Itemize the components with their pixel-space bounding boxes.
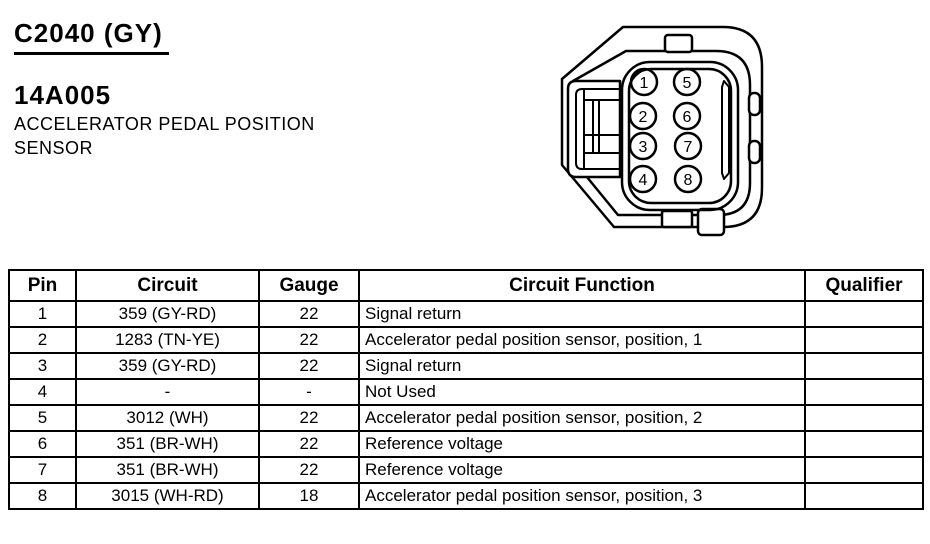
left-latch-inner	[575, 88, 620, 170]
top-lock-tab	[663, 33, 694, 54]
pin-cell: 7	[8, 456, 77, 484]
qualifier-cell	[804, 326, 924, 354]
pin-1-circle	[629, 67, 659, 97]
part-number: 14A005	[14, 80, 112, 110]
qualifier-cell	[804, 404, 924, 432]
circuit-function-cell: Reference voltage	[358, 430, 806, 458]
circuit-cell: 351 (BR-WH)	[75, 456, 260, 484]
circuit-cell: 359 (GY-RD)	[75, 352, 260, 380]
pin-cell: 8	[8, 482, 77, 510]
column-header-circuit: Circuit	[75, 269, 260, 302]
table-row: 4 - - Not Used	[8, 378, 924, 406]
table-row: 6 351 (BR-WH) 22 Reference voltage	[8, 430, 924, 458]
circuit-function-cell: Accelerator pedal position sensor, posit…	[358, 482, 806, 510]
pin-8-label: 8	[684, 172, 693, 189]
title-block: C2040 (GY)	[14, 18, 169, 55]
circuit-cell: 3012 (WH)	[75, 404, 260, 432]
pin-6-label: 6	[683, 109, 692, 126]
connector-svg: 1 2 3 4 5 6 7 8	[560, 25, 764, 237]
circuit-cell: 359 (GY-RD)	[75, 300, 260, 328]
table-row: 2 1283 (TN-YE) 22 Accelerator pedal posi…	[8, 326, 924, 354]
component-name: ACCELERATOR PEDAL POSITION SENSOR	[14, 114, 315, 158]
gauge-cell: 22	[258, 404, 360, 432]
housing-index-rib	[721, 80, 730, 180]
qualifier-cell	[804, 456, 924, 484]
circuit-function-cell: Not Used	[358, 378, 806, 406]
column-header-pin: Pin	[8, 269, 77, 302]
pin-2-circle	[628, 101, 658, 131]
pin-cell: 1	[8, 300, 77, 328]
table-row: 3 359 (GY-RD) 22 Signal return	[8, 352, 924, 380]
circuit-function-cell: Signal return	[358, 352, 806, 380]
pinout-table: Pin Circuit Gauge Circuit Function Quali…	[8, 269, 924, 510]
circuit-function-cell: Accelerator pedal position sensor, posit…	[358, 404, 806, 432]
pin-cell: 4	[8, 378, 77, 406]
circuit-cell: 3015 (WH-RD)	[75, 482, 260, 510]
qualifier-cell	[804, 378, 924, 406]
connector-id: C2040 (GY)	[14, 18, 169, 55]
qualifier-cell	[804, 482, 924, 510]
gauge-cell: 22	[258, 300, 360, 328]
connector-face-drawing: 1 2 3 4 5 6 7 8	[540, 5, 790, 250]
pin-7-circle	[673, 131, 703, 161]
gauge-cell: 22	[258, 430, 360, 458]
circuit-function-cell: Signal return	[358, 300, 806, 328]
table-row: 1 359 (GY-RD) 22 Signal return	[8, 300, 924, 328]
pin-group: 1 2 3 4 5 6 7 8	[628, 67, 703, 194]
right-bump-upper	[747, 91, 762, 117]
gauge-cell: -	[258, 378, 360, 406]
pin-cell: 5	[8, 404, 77, 432]
column-header-gauge: Gauge	[258, 269, 360, 302]
bottom-tab	[660, 209, 694, 229]
pin-housing-inner	[627, 67, 733, 205]
pin-housing-outer	[620, 60, 740, 212]
circuit-function-cell: Accelerator pedal position sensor, posit…	[358, 326, 806, 354]
table-row: 8 3015 (WH-RD) 18 Accelerator pedal posi…	[8, 482, 924, 510]
pin-6-circle	[672, 101, 702, 131]
gauge-cell: 22	[258, 456, 360, 484]
table-row: 7 351 (BR-WH) 22 Reference voltage	[8, 456, 924, 484]
circuit-function-cell: Reference voltage	[358, 456, 806, 484]
qualifier-cell	[804, 300, 924, 328]
qualifier-cell	[804, 430, 924, 458]
bottom-square-tab	[696, 207, 726, 237]
pin-8-circle	[673, 164, 703, 194]
pin-cell: 2	[8, 326, 77, 354]
pin-3-circle	[628, 131, 658, 161]
column-header-circuit-function: Circuit Function	[358, 269, 806, 302]
gauge-cell: 22	[258, 352, 360, 380]
pin-cell: 6	[8, 430, 77, 458]
pin-4-label: 4	[639, 172, 648, 189]
pin-3-label: 3	[639, 139, 648, 156]
pin-5-label: 5	[683, 75, 692, 92]
latch-center-bar	[592, 99, 600, 154]
column-header-qualifier: Qualifier	[804, 269, 924, 302]
qualifier-cell	[804, 352, 924, 380]
pin-cell: 3	[8, 352, 77, 380]
table-row: 5 3012 (WH) 22 Accelerator pedal positio…	[8, 404, 924, 432]
circuit-cell: -	[75, 378, 260, 406]
circuit-cell: 351 (BR-WH)	[75, 430, 260, 458]
circuit-cell: 1283 (TN-YE)	[75, 326, 260, 354]
gauge-cell: 18	[258, 482, 360, 510]
gauge-cell: 22	[258, 326, 360, 354]
pin-7-label: 7	[684, 139, 693, 156]
pin-1-label: 1	[640, 75, 649, 92]
pin-4-circle	[628, 164, 658, 194]
pin-2-label: 2	[639, 109, 648, 126]
right-bump-lower	[747, 139, 762, 165]
pin-5-circle	[672, 67, 702, 97]
header-row: Pin Circuit Gauge Circuit Function Quali…	[8, 269, 924, 302]
